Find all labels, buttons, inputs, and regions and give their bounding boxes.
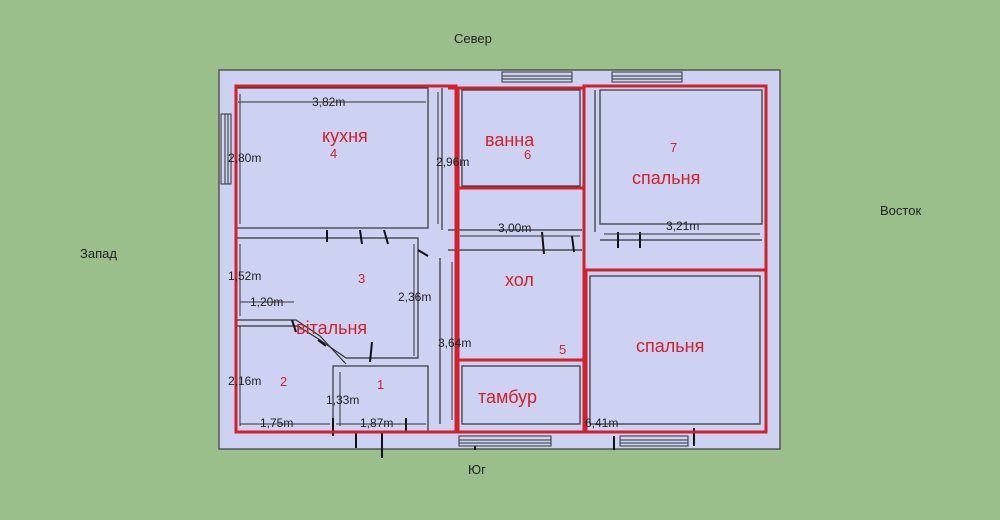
room-number-7: 7 [670,140,677,155]
outline-left-zone [234,84,458,434]
dim-hall-width: 3,00m [498,221,531,235]
dim-bath-height: 2,96m [436,155,469,169]
dim-room2-height: 2,16m [228,374,261,388]
south-label: Юг [468,462,486,477]
building-outline [218,69,781,450]
windows [220,71,689,447]
room-label-bedroom-ne: спальня [632,168,700,188]
dim-kitchen-height: 2,80m [228,151,261,165]
room-number-6: 6 [524,147,531,162]
room-label-vestibule: тамбур [478,387,537,407]
dimension-lines [238,92,760,426]
room-label-hall: хол [505,270,534,290]
room-label-bath: ванна [485,130,535,150]
dim-room2-width: 1,75m [260,416,293,430]
north-label: Север [454,31,492,46]
outline-bedroom-se [584,268,768,434]
room-number-1: 1 [377,377,384,392]
room-number-2: 2 [280,374,287,389]
east-label: Восток [880,203,922,218]
dim-kitchen-width: 3,82m [312,95,345,109]
room-label-living: вітальня [296,318,367,338]
dim-bedroom-se-width: 6,41m [585,416,618,430]
dim-living-inner-height: 2,36m [398,290,431,304]
dim-room1-width: 1,87m [360,416,393,430]
room-number-3: 3 [358,271,365,286]
room-label-kitchen: кухня [322,126,368,146]
dim-living-upper-height: 1,52m [228,269,261,283]
dim-hall-height: 3,64m [438,336,471,350]
door-markers [291,229,695,458]
dim-living-small-width: 1,20m [250,295,283,309]
room-label-bedroom-se: спальня [636,336,704,356]
dim-bedroom-ne-width: 3,21m [666,219,699,233]
room-number-4: 4 [330,146,337,161]
room-outlines [234,84,768,434]
outline-vestibule [456,358,586,434]
west-label: Запад [80,246,117,261]
room-number-5: 5 [559,342,566,357]
dim-room1-height: 1,33m [326,393,359,407]
